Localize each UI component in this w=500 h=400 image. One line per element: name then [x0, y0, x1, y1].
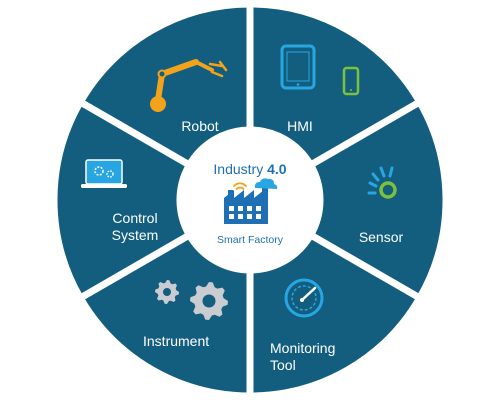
robot-arm-upper	[159, 59, 199, 77]
gauge-icon	[284, 278, 324, 318]
segment-monitoring-tool	[246, 230, 425, 400]
tablet-phone-icon	[280, 44, 360, 96]
center-title: Industry 4.0	[213, 161, 286, 177]
laptop-gears-icon	[81, 159, 127, 188]
phone-icon	[342, 66, 360, 96]
segment-control-system	[50, 97, 195, 303]
segment-label-sensor: Sensor	[359, 229, 404, 245]
segment-label-monitoring-tool: Tool	[270, 357, 296, 373]
cloud-icon	[254, 178, 278, 189]
center-subtitle: Smart Factory	[217, 234, 284, 246]
sensor-icon	[367, 166, 397, 199]
smart-factory-icon	[224, 178, 278, 224]
wheel-icons	[81, 44, 397, 320]
robot-wrist	[194, 60, 214, 72]
segment-label-control-system: Control	[112, 210, 157, 226]
wheel-segments	[50, 0, 450, 400]
wifi-icon	[233, 182, 247, 190]
segment-label-hmi: HMI	[287, 118, 313, 134]
tablet-icon	[280, 44, 316, 90]
robot-gripper	[208, 60, 228, 78]
small-gear-icon	[155, 280, 179, 304]
large-gear-icon	[190, 282, 228, 320]
segment-label-instrument: Instrument	[143, 333, 209, 349]
center-hub: Industry 4.0 Smart Factory	[186, 136, 314, 264]
robot-arm-icon	[150, 59, 228, 112]
segment-label-monitoring-tool: Monitoring	[270, 340, 335, 356]
segment-label-control-system: System	[112, 227, 159, 243]
gears-icon	[155, 280, 228, 320]
segment-label-robot: Robot	[181, 118, 218, 134]
robot-base	[150, 96, 166, 112]
segment-sensor	[305, 97, 450, 303]
